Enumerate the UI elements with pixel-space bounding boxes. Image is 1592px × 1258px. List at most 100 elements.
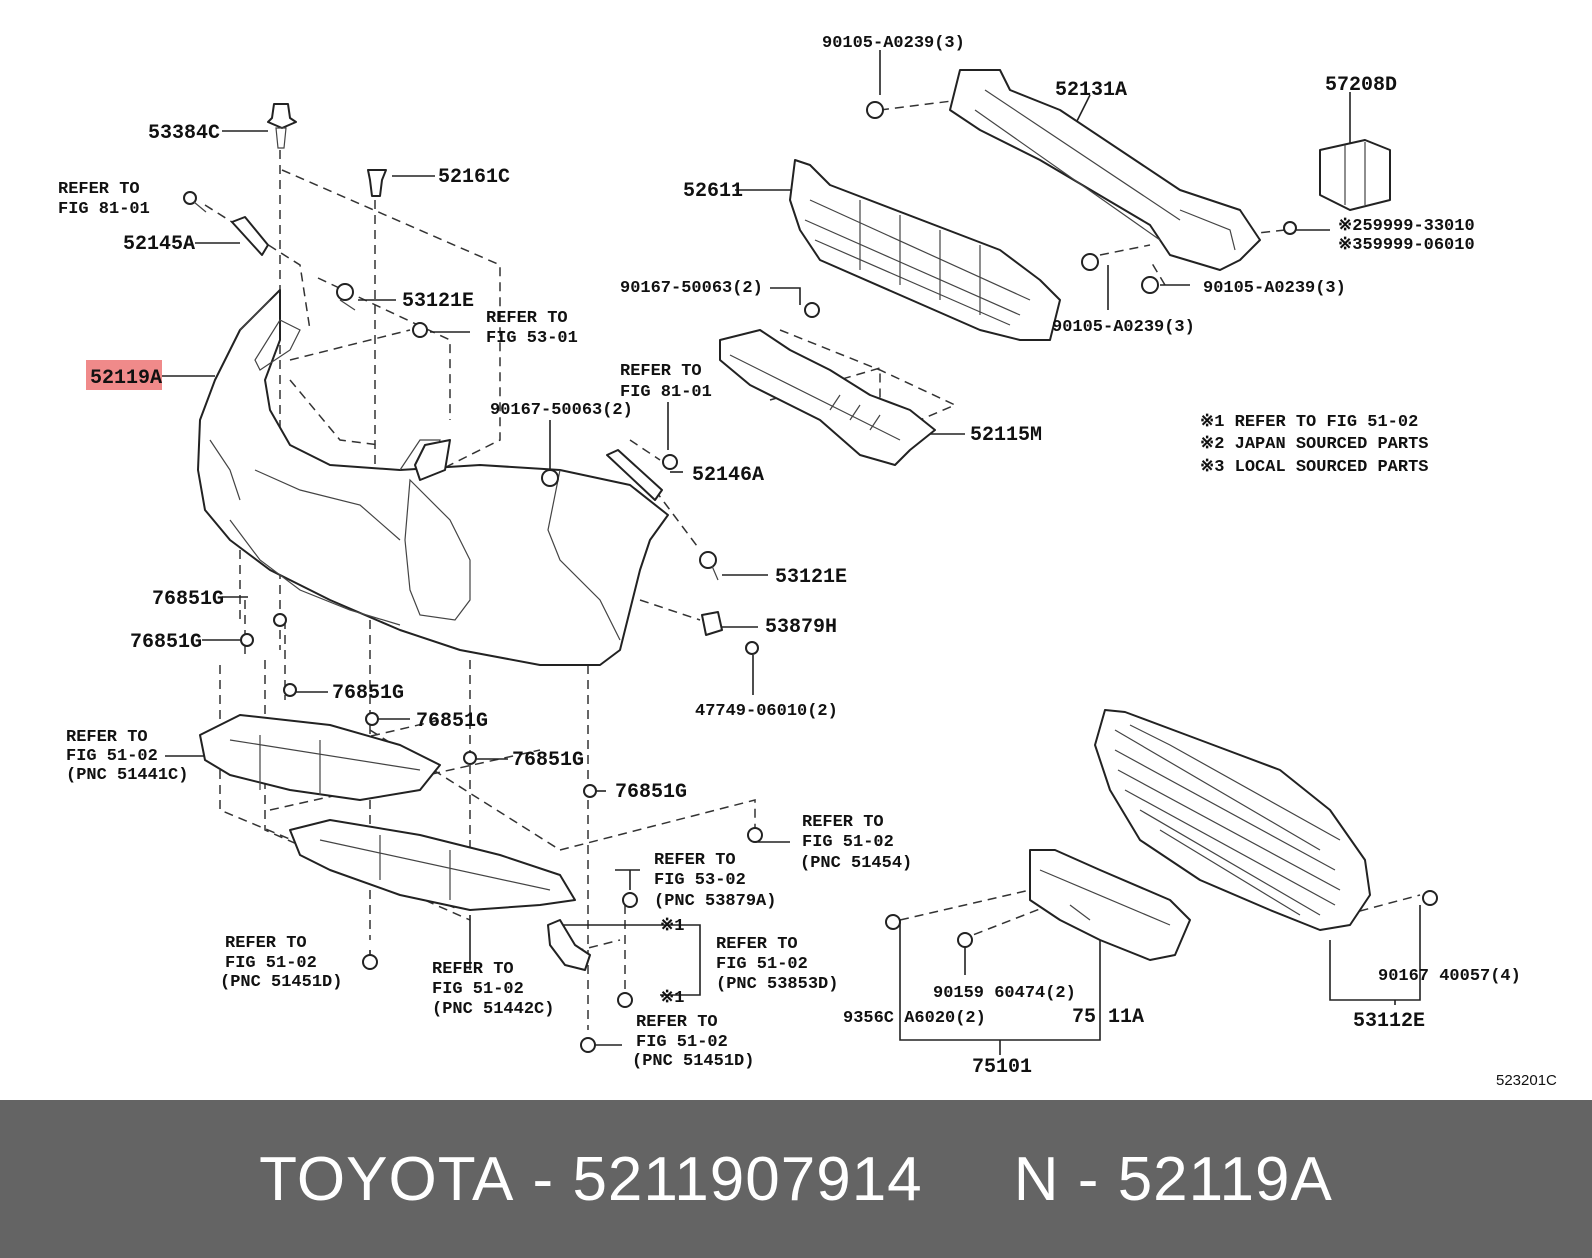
label-x1-a: ※1 <box>660 917 684 936</box>
bumper-cover-52119A[interactable] <box>197 289 669 666</box>
label-refer-51454-2: FIG 51-02 <box>802 833 894 852</box>
label-refer-fig81-a1: REFER TO <box>58 180 140 199</box>
under-cover-51442C[interactable] <box>289 819 576 911</box>
label-refer-51451D-a2: FIG 51-02 <box>225 954 317 973</box>
footer-separator-2: - <box>1059 1144 1118 1214</box>
label-90167-50063-a: 90167-50063(2) <box>490 401 633 420</box>
parts-diagram: 53384C 52161C REFER TO FIG 81-01 52145A … <box>58 34 1557 1089</box>
diagram-id: 523201C <box>1496 1072 1557 1089</box>
clip-53384C[interactable] <box>267 103 297 149</box>
screws-76851G[interactable] <box>240 613 597 798</box>
absorber-52611[interactable] <box>789 159 1061 341</box>
bracket-53853D[interactable] <box>547 919 591 971</box>
footer-part-number: 5211907914 <box>572 1144 923 1214</box>
label-refer-fig81-b2: FIG 81-01 <box>620 383 712 402</box>
screw-259999[interactable] <box>1283 221 1297 235</box>
label-refer-53879A-3: (PNC 53879A) <box>654 892 776 911</box>
label-75101: 75101 <box>972 1056 1032 1079</box>
label-refer-53879A-1: REFER TO <box>654 851 736 870</box>
label-52119A: 52119A <box>90 367 162 390</box>
footer-n-label: N <box>1013 1144 1060 1214</box>
label-refer-51441C-2: FIG 51-02 <box>66 747 158 766</box>
fasteners <box>183 101 1438 1053</box>
part-labels: 53384C 52161C REFER TO FIG 81-01 52145A … <box>58 34 1557 1089</box>
label-refer-51454-1: REFER TO <box>802 813 884 832</box>
label-refer-51451D-b1: REFER TO <box>636 1013 718 1032</box>
note-3: ※3 LOCAL SOURCED PARTS <box>1200 458 1428 477</box>
label-53112E: 53112E <box>1353 1010 1425 1033</box>
label-52146A: 52146A <box>692 464 764 487</box>
label-52145A: 52145A <box>123 233 195 256</box>
label-refer-fig81-a2: FIG 81-01 <box>58 200 150 219</box>
label-refer-51451D-b2: FIG 51-02 <box>636 1033 728 1052</box>
label-75-11A: 75 11A <box>1072 1006 1144 1029</box>
clip-52161C[interactable] <box>367 169 387 197</box>
label-refer-51442C-1: REFER TO <box>432 960 514 979</box>
label-90105-top: 90105-A0239(3) <box>822 34 965 53</box>
screw-fig81-b[interactable] <box>662 454 678 470</box>
under-cover-51441C[interactable] <box>199 714 441 801</box>
label-53121E-lower: 53121E <box>775 566 847 589</box>
retainer-52115M[interactable] <box>719 329 936 466</box>
screw-47749[interactable] <box>745 641 759 655</box>
label-refer-51451D-a1: REFER TO <box>225 934 307 953</box>
label-53121E-upper: 53121E <box>402 290 474 313</box>
label-x1-b: ※1 <box>660 989 684 1008</box>
nut-90167-50063-b[interactable] <box>804 302 820 318</box>
label-refer-fig53-1: REFER TO <box>486 309 568 328</box>
clips-lower[interactable] <box>362 827 763 1053</box>
plate-bracket-75101[interactable] <box>1029 849 1191 961</box>
label-76851G-2: 76851G <box>130 631 202 654</box>
label-53879H: 53879H <box>765 616 837 639</box>
footer-bar: TOYOTA - 5211907914 N - 52119A <box>0 1100 1592 1258</box>
side-retainer-52146A[interactable] <box>606 449 663 501</box>
label-refer-51454-3: (PNC 51454) <box>800 854 912 873</box>
nut-90167-50063-a[interactable] <box>541 469 559 487</box>
side-retainer-52145A[interactable] <box>231 216 269 256</box>
label-90159: 90159 60474(2) <box>933 984 1076 1003</box>
footer-gap <box>923 1144 1014 1215</box>
label-refer-53853D-3: (PNC 53853D) <box>716 975 838 994</box>
bracket-57208D[interactable] <box>1319 139 1391 211</box>
clip-53121E-upper[interactable] <box>336 283 356 311</box>
label-9356C: 9356C A6020(2) <box>843 1009 986 1028</box>
note-2: ※2 JAPAN SOURCED PARTS <box>1200 435 1428 454</box>
label-76851G-1: 76851G <box>152 588 224 611</box>
label-76851G-5: 76851G <box>512 749 584 772</box>
footer-ref: 52119A <box>1117 1144 1333 1214</box>
label-refer-51451D-b3: (PNC 51451D) <box>632 1052 754 1071</box>
label-90105-right: 90105-A0239(3) <box>1203 279 1346 298</box>
bracket-inner[interactable] <box>414 439 451 481</box>
label-76851G-6: 76851G <box>615 781 687 804</box>
bumper-reinforcement-52131A[interactable] <box>949 69 1261 271</box>
label-47749: 47749-06010(2) <box>695 702 838 721</box>
highlight-52119A <box>86 360 162 390</box>
label-57208D: 57208D <box>1325 74 1397 97</box>
label-52131A: 52131A <box>1055 79 1127 102</box>
label-53384C: 53384C <box>148 122 220 145</box>
clip-53121E-lower[interactable] <box>699 551 719 581</box>
nut-fig53[interactable] <box>412 322 428 338</box>
leader-lines <box>162 50 1421 1055</box>
screw-fig81[interactable] <box>183 191 207 213</box>
label-refer-51441C-1: REFER TO <box>66 728 148 747</box>
front-grille-53112E[interactable] <box>1094 709 1371 931</box>
plate-fasteners[interactable] <box>885 890 1438 948</box>
label-76851G-3: 76851G <box>332 682 404 705</box>
label-52115M: 52115M <box>970 424 1042 447</box>
label-refer-51441C-3: (PNC 51441C) <box>66 766 188 785</box>
label-refer-fig53-2: FIG 53-01 <box>486 329 578 348</box>
label-refer-51442C-3: (PNC 51442C) <box>432 1000 554 1019</box>
label-90167-40057: 90167 40057(4) <box>1378 967 1521 986</box>
label-refer-51442C-2: FIG 51-02 <box>432 980 524 999</box>
note-1: ※1 REFER TO FIG 51-02 <box>1200 413 1418 432</box>
label-52611: 52611 <box>683 180 743 203</box>
nut-53879H[interactable] <box>701 611 723 636</box>
label-90105-bottom: 90105-A0239(3) <box>1052 318 1195 337</box>
label-90167-50063-b: 90167-50063(2) <box>620 279 763 298</box>
label-52161C: 52161C <box>438 166 510 189</box>
label-76851G-4: 76851G <box>416 710 488 733</box>
bolts-90105[interactable] <box>866 101 1159 294</box>
label-refer-53853D-2: FIG 51-02 <box>716 955 808 974</box>
label-359999: ※359999-06010 <box>1338 236 1475 255</box>
